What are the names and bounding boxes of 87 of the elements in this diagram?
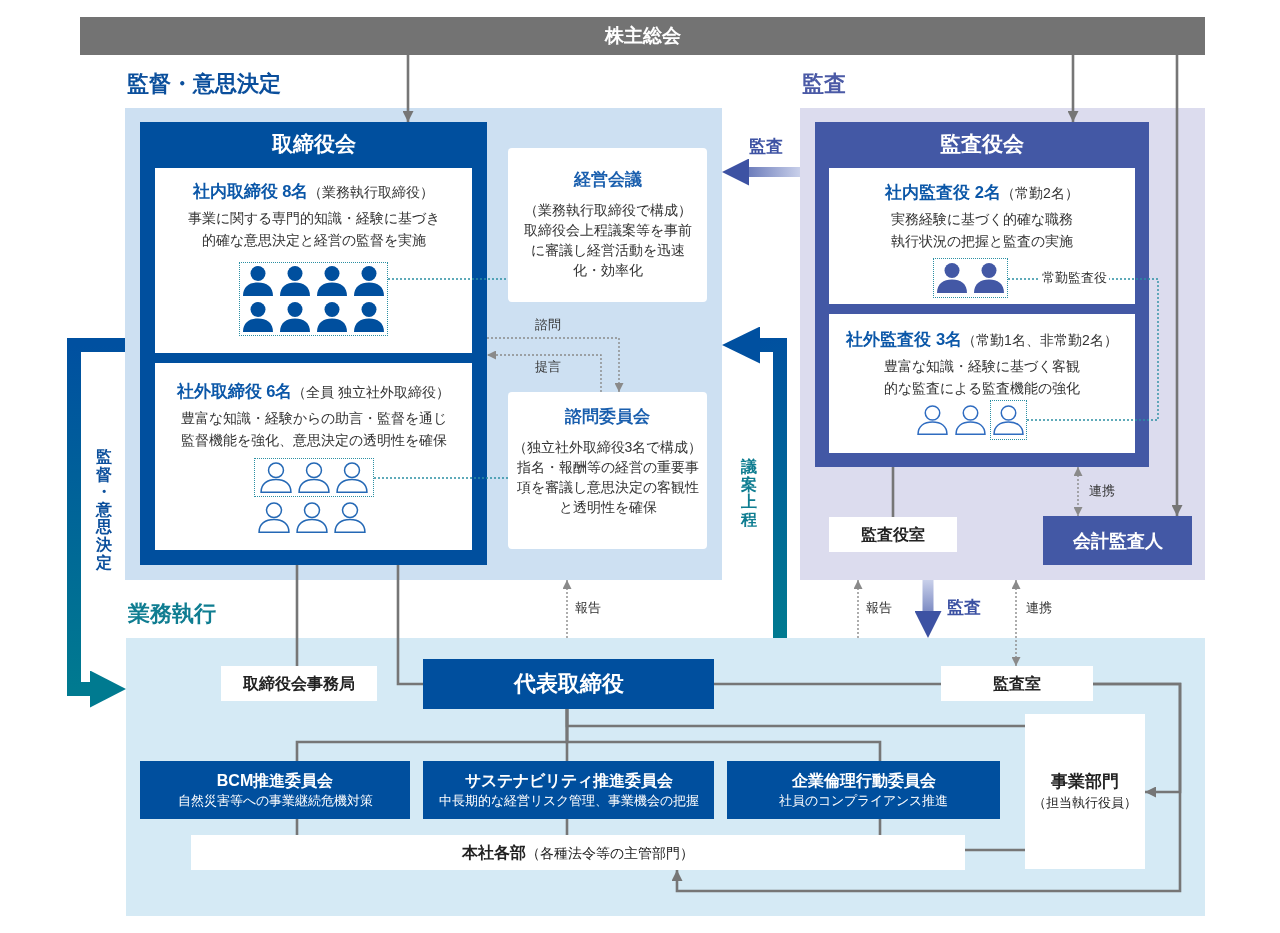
card-heading: 社内監査役 2名（常勤2名） [884, 182, 1080, 203]
arrow [402, 55, 414, 122]
member-card [155, 363, 472, 550]
edge-label: 監査 [947, 597, 981, 619]
card-description: （業務執行取締役で構成）取締役会上程議案等を事前に審議し経営活動を迅速化・効率化 [522, 201, 693, 280]
office-box [221, 666, 377, 701]
dotted-arrow [486, 337, 624, 393]
card-heading: 社外取締役 6名（全員 独立社外取締役） [175, 381, 452, 402]
box-title: 企業倫理行動委員会 [790, 771, 937, 791]
connector-line [891, 467, 895, 517]
card-description: 豊富な知識・経験からの助言・監督を通じ監督機能を強化、意思決定の透明性を確保 [179, 409, 448, 450]
connector-line [565, 819, 569, 835]
edge-label: 監督・意思決定 [96, 448, 112, 572]
card-description: 実務経験に基づく的確な職務執行状況の把握と監査の実施 [890, 210, 1074, 251]
top-bar [80, 17, 1205, 55]
box-subtitle: （担当執行役員） [1032, 793, 1138, 812]
member-card [829, 168, 1135, 304]
dotted-arrow [853, 579, 863, 639]
edge-label: 報告 [575, 600, 601, 616]
section-heading: 監督・意思決定 [127, 70, 281, 98]
card-description: （独立社外取締役3名で構成）指名・報酬等の経営の重要事項を審議し意思決定の客観性と透明性を確保 [512, 438, 703, 517]
bar-title: 株主総会 [603, 24, 682, 48]
edge-label: 連携 [1089, 483, 1115, 499]
box-label: 取締役会事務局 [242, 673, 356, 694]
edge-label: 報告 [866, 600, 892, 616]
edge-label: 提言 [535, 359, 561, 375]
office-box [941, 666, 1093, 701]
council-card [508, 392, 707, 549]
box-title: サステナビリティ推進委員会 [463, 771, 674, 791]
box-label: 監査室 [992, 673, 1042, 694]
board-frame [815, 122, 1149, 467]
card-heading: 社外監査役 3名（常勤1名、非常勤2名） [845, 329, 1119, 350]
box-subtitle: 自然災害等への事業継続危機対策 [176, 793, 374, 810]
connector-line [396, 565, 423, 686]
office-box [829, 517, 957, 552]
arrow [1067, 55, 1079, 122]
connector-line [295, 565, 299, 666]
committee-box [140, 761, 410, 819]
edge-label: 議案上程 [741, 458, 757, 529]
block-arrow [722, 158, 800, 186]
committee-box [727, 761, 1000, 819]
section-heading: 監査 [802, 70, 846, 98]
box-label: 代表取締役 [512, 670, 625, 698]
card-heading: 社内取締役 8名（業務執行取締役） [191, 181, 436, 202]
card-description: 事業に関する専門的知識・経験に基づき的確な意思決定と経営の監督を実施 [186, 209, 441, 250]
frame-title: 監査役会 [939, 131, 1025, 157]
connector-line [965, 848, 1025, 852]
dotted-arrow [562, 579, 572, 639]
edge-label: 監査 [749, 136, 783, 158]
committee-box [423, 761, 714, 819]
box-subtitle: 社員のコンプライアンス推進 [778, 793, 949, 810]
edge-label: 連携 [1026, 600, 1052, 616]
dotted-frame [254, 458, 374, 497]
arrow [1171, 55, 1183, 516]
box-label: 監査役室 [860, 524, 926, 545]
council-card [508, 148, 707, 302]
dotted-arrow [486, 350, 602, 393]
dotted-line [387, 278, 509, 280]
member-card [829, 314, 1135, 453]
connector-line [295, 819, 299, 835]
edge-label: 諮問 [535, 317, 561, 333]
box-title: 事業部門 [1050, 770, 1120, 793]
box-subtitle: 中長期的な経営リスク管理、事業機会の把握 [437, 793, 700, 810]
frame-title: 取締役会 [270, 131, 357, 157]
card-title: 諮問委員会 [564, 406, 651, 428]
dotted-arrow [1073, 466, 1083, 517]
arrow [671, 682, 1182, 893]
connector-line [714, 682, 941, 686]
block-arrow [914, 580, 942, 638]
connector-line [878, 819, 882, 835]
edge-label: 常勤監査役 [1040, 270, 1109, 286]
box-label: 本社各部（各種法令等の主管部門） [461, 842, 695, 863]
office-box [1025, 714, 1145, 869]
member-card [155, 168, 472, 353]
box-title: BCM推進委員会 [215, 771, 335, 791]
section-heading: 業務執行 [128, 600, 216, 628]
office-box [1043, 516, 1192, 565]
board-frame [140, 122, 487, 565]
office-box [191, 835, 965, 870]
connector-line [565, 709, 882, 761]
dotted-arrow [1011, 579, 1021, 667]
dotted-line [373, 477, 509, 479]
block-arrow [722, 326, 787, 638]
card-description: 豊富な知識・経験に基づく客観的な監査による監査機能の強化 [883, 357, 1081, 398]
office-box [423, 659, 714, 709]
box-label: 会計監査人 [1071, 529, 1164, 553]
card-title: 経営会議 [572, 169, 643, 191]
